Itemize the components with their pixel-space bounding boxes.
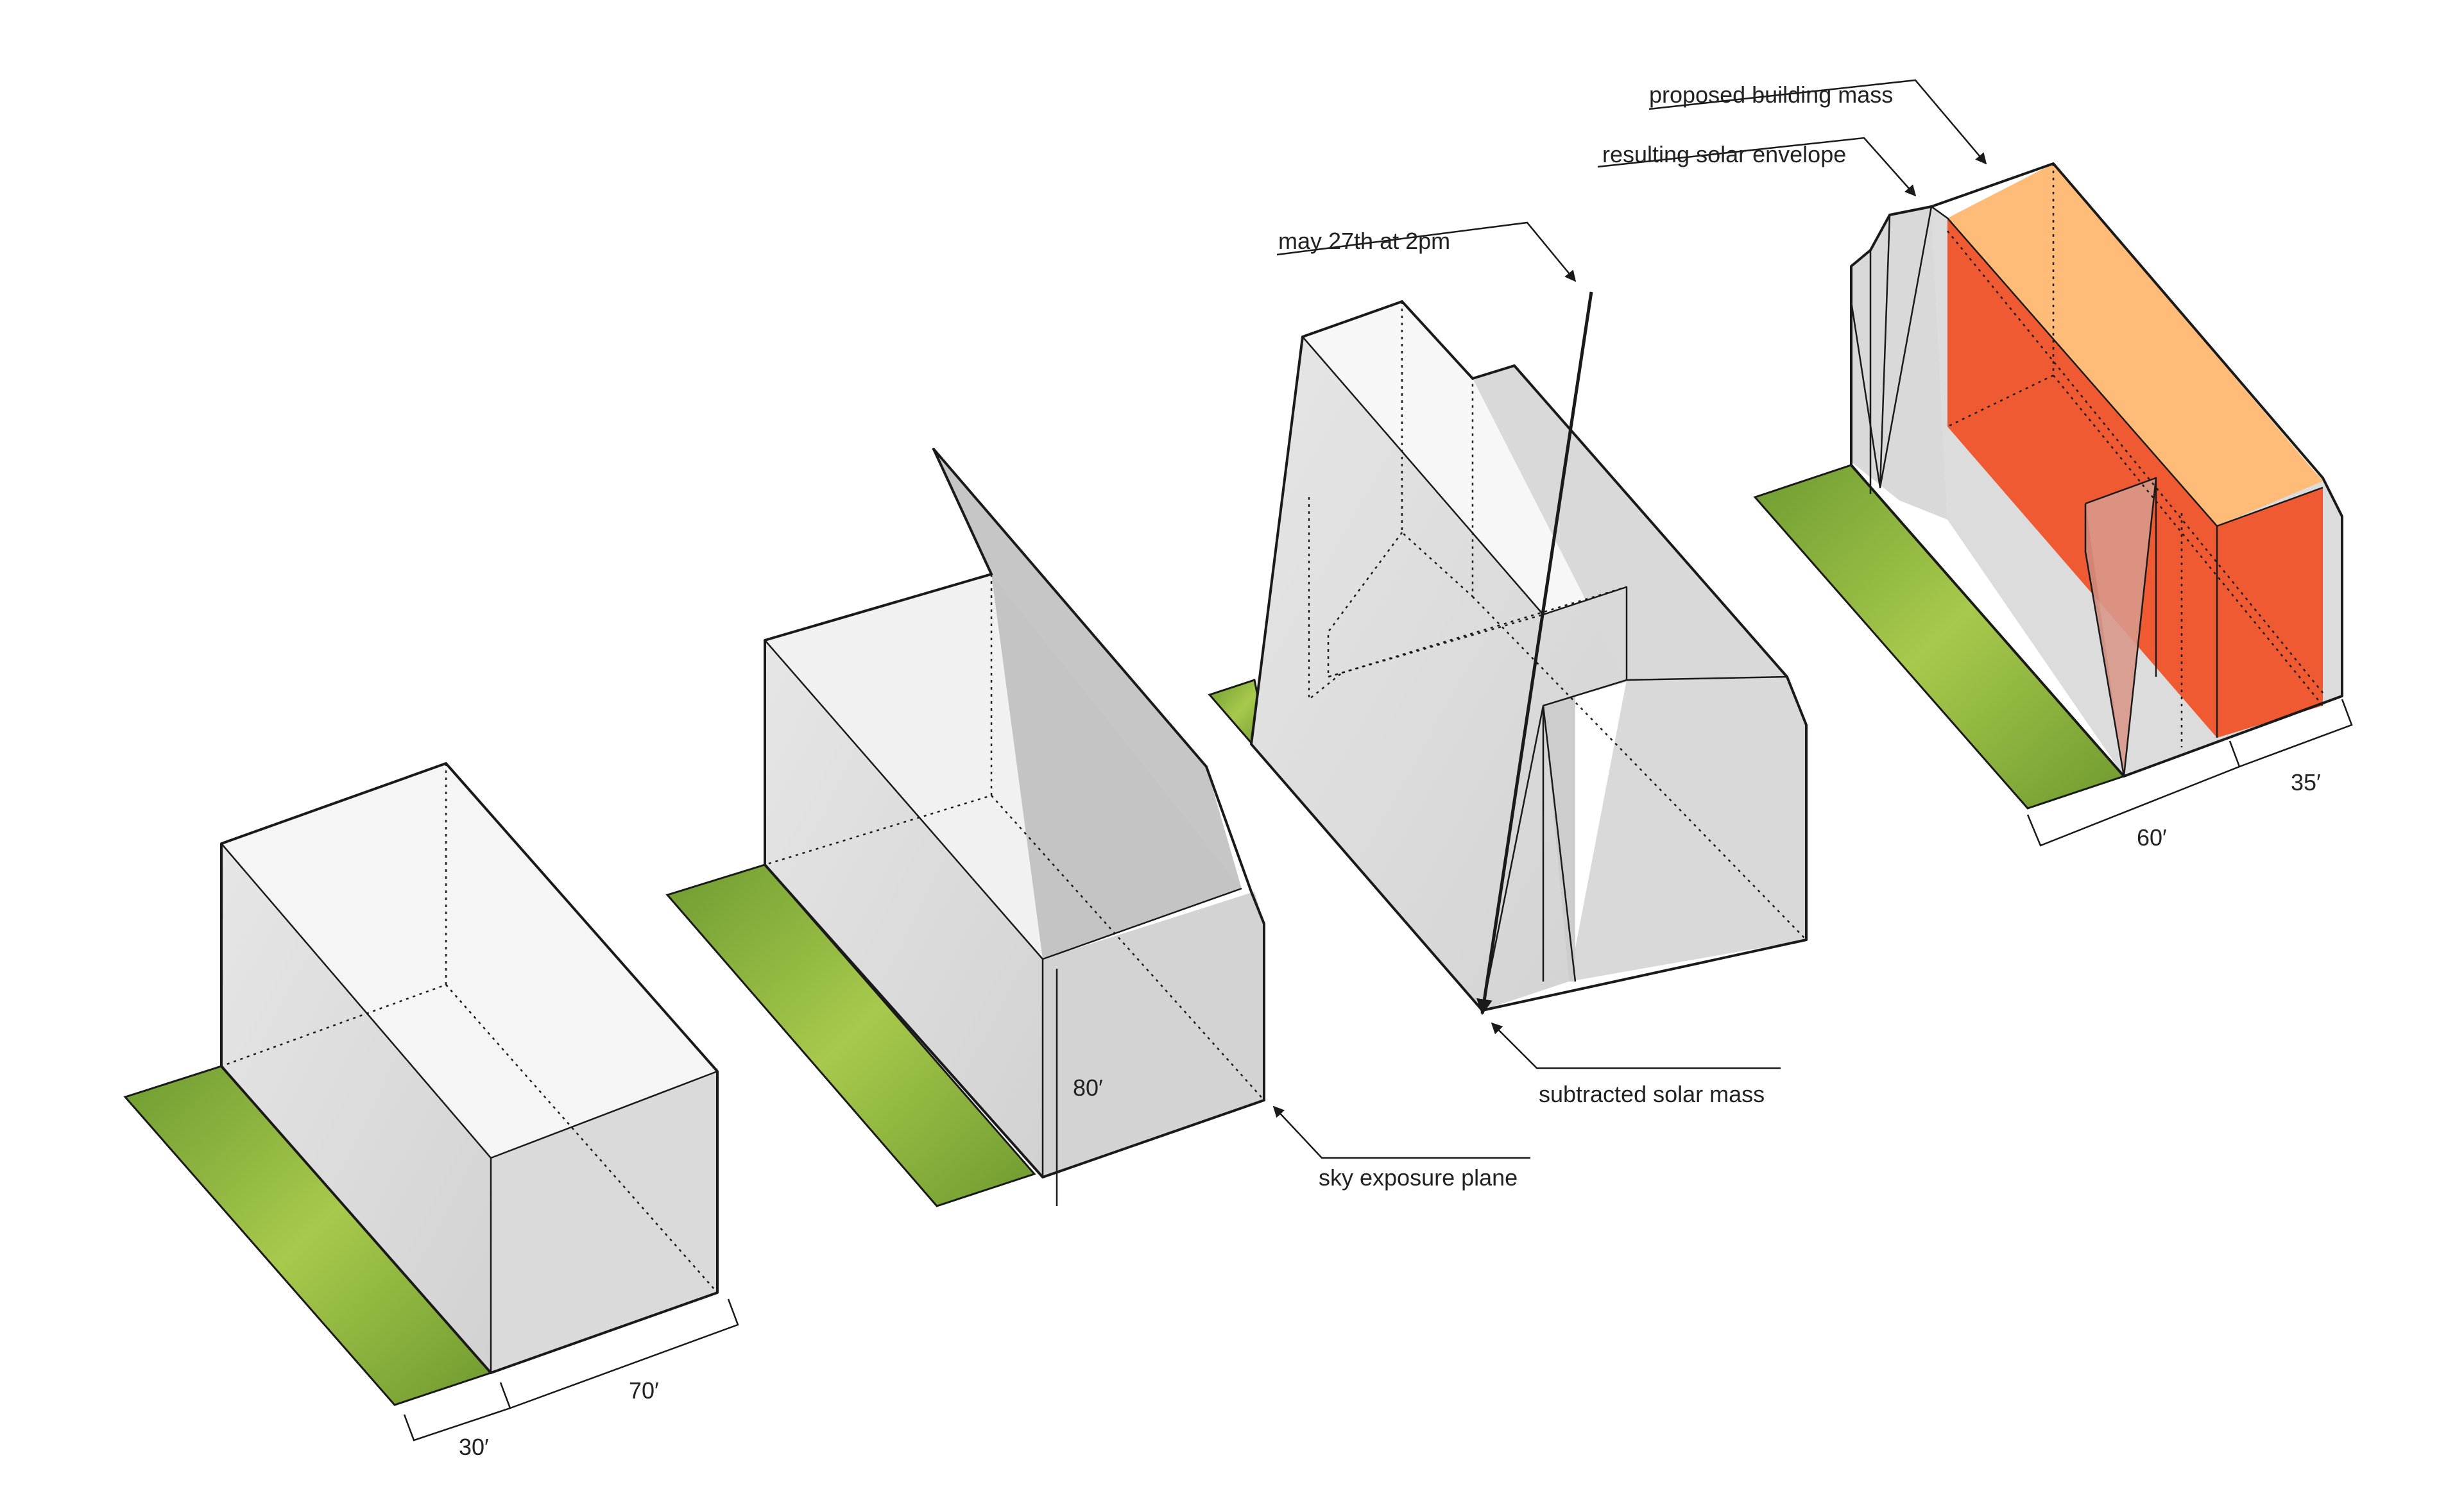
grass-strip-2 [665, 863, 1036, 1207]
building-top-face [1947, 164, 2323, 526]
box-2-right-face [1043, 892, 1264, 1177]
solar-mass-left-face [1251, 337, 1633, 1010]
sun-ray-arrow [1476, 291, 1593, 1016]
dim-lot-width: 30′ [459, 1434, 489, 1460]
stage-3-solar-subtraction [1208, 291, 1808, 1016]
stage-1-zoning-envelope: 30′ 70′ [123, 762, 739, 1460]
box-1-right-face [491, 1071, 717, 1373]
envelope-fins [1851, 207, 1947, 520]
label-sky-exposure-plane: sky exposure plane [1319, 1164, 1518, 1191]
stage-4-proposed-building: 60′ 35′ [1753, 162, 2353, 851]
dim-building-depth: 60′ [2137, 824, 2167, 851]
label-sun-time: may 27th at 2pm [1278, 228, 1450, 254]
dim-lot-depth: 70′ [629, 1377, 659, 1404]
label-proposed-building-mass: proposed building mass [1649, 81, 1893, 108]
label-resulting-solar-envelope: resulting solar envelope [1602, 141, 1846, 167]
building-front-face [1947, 218, 2217, 738]
box-1-left-face [221, 844, 491, 1373]
subtracted-wedge [2085, 478, 2156, 776]
box-2-left-face [765, 640, 1043, 1177]
solar-mass-top [1303, 302, 1627, 615]
stage-2-sky-exposure: 80′ [665, 448, 1265, 1207]
dim-height: 80′ [1073, 1075, 1103, 1101]
box-1-top-face [221, 763, 717, 1158]
dim-rear-yard: 35′ [2291, 769, 2321, 795]
callouts: proposed building mass resulting solar e… [1272, 79, 1987, 1191]
subtracted-wedge-side [2085, 504, 2124, 776]
building-right-face [2217, 488, 2323, 738]
sky-exposure-plane [934, 449, 1242, 959]
label-subtracted-solar-mass: subtracted solar mass [1539, 1081, 1765, 1107]
